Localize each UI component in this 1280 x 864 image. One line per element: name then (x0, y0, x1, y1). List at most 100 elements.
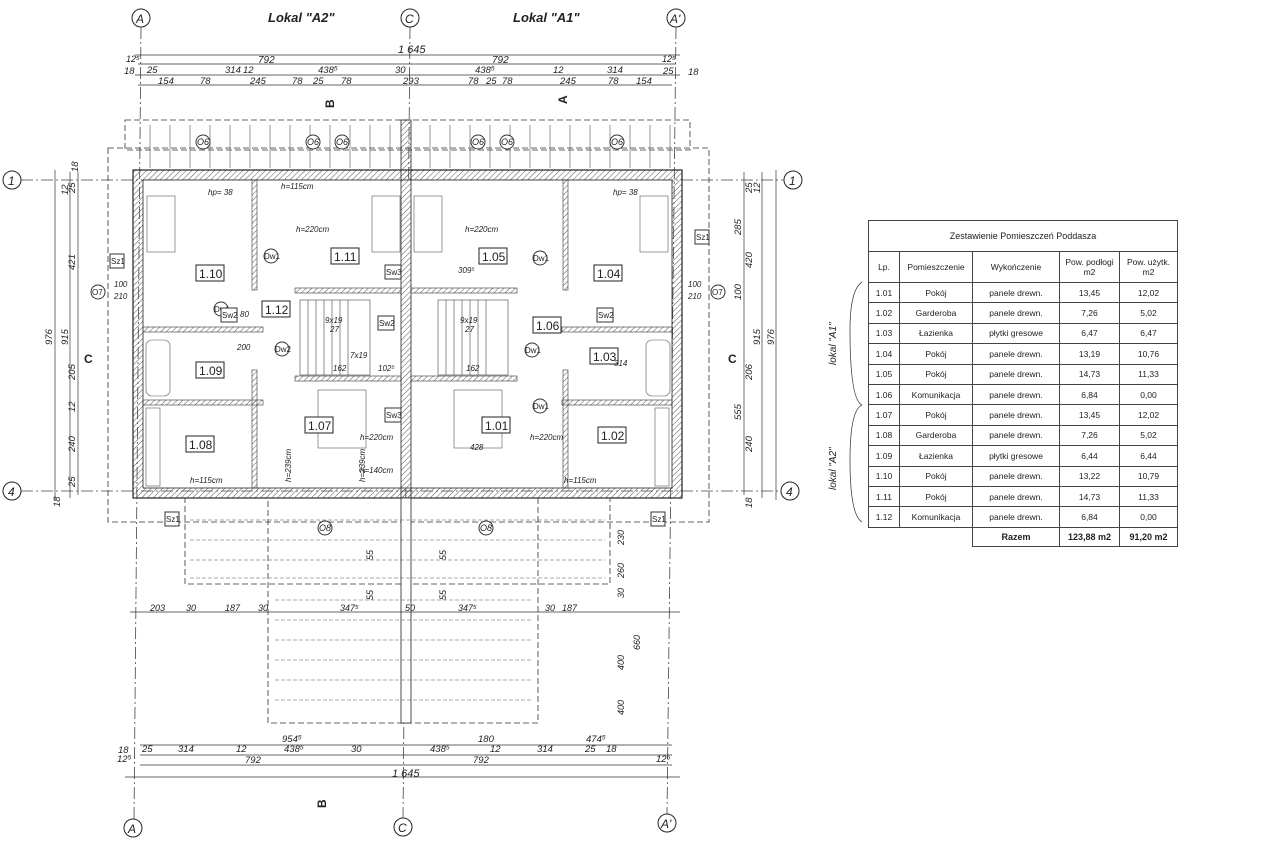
svg-text:1.05: 1.05 (482, 250, 506, 264)
svg-text:Sw2: Sw2 (598, 311, 614, 320)
cell-usable-area: 12,02 (1119, 281, 1178, 304)
cell-lp: 1.05 (868, 363, 900, 385)
svg-text:309⁵: 309⁵ (458, 266, 475, 275)
room-label-1-06: 1.06 (532, 316, 562, 334)
svg-text:30: 30 (545, 603, 555, 613)
cell-lp: 1.02 (868, 302, 900, 324)
svg-text:438⁵: 438⁵ (430, 744, 450, 755)
section-c-right: C (728, 352, 737, 366)
svg-text:Sz1: Sz1 (652, 515, 666, 524)
svg-text:245: 245 (249, 76, 267, 87)
cell-room: Pokój (899, 485, 973, 508)
axis-4-left: 4 (2, 481, 22, 501)
svg-text:1.12: 1.12 (265, 303, 289, 317)
svg-text:O7: O7 (712, 288, 723, 297)
svg-text:438⁵: 438⁵ (475, 65, 495, 76)
cell-room: Pokój (899, 465, 973, 487)
cell-usable-area: 12,02 (1119, 404, 1178, 426)
svg-text:260: 260 (616, 563, 626, 579)
svg-text:400: 400 (616, 700, 626, 715)
svg-text:Sz1: Sz1 (111, 257, 125, 266)
cell-room: Łazienka (899, 445, 973, 467)
cell-room: Komunikacja (899, 383, 973, 406)
svg-text:12: 12 (67, 401, 78, 412)
cell-finish: płytki gresowe (972, 322, 1060, 345)
svg-text:1.06: 1.06 (536, 319, 560, 333)
axis-a-prime-bottom: A' (657, 813, 677, 833)
svg-text:hp= 38: hp= 38 (208, 188, 233, 197)
cell-room: Łazienka (899, 322, 973, 345)
svg-text:C: C (398, 821, 407, 835)
cell-room: Pokój (899, 343, 973, 365)
axis-a-prime-top: A' (666, 8, 686, 28)
svg-text:154: 154 (158, 76, 174, 87)
room-label-1-03: 1.03 (589, 347, 619, 365)
svg-text:100: 100 (688, 280, 702, 289)
svg-text:428: 428 (470, 443, 484, 452)
svg-text:1: 1 (789, 174, 796, 188)
dim-row-3: 154 78 245 78 25 78 293 78 25 78 245 78 … (158, 76, 652, 87)
room-label-1-09: 1.09 (195, 361, 225, 379)
dim-edge-left: 12⁵ (126, 54, 140, 64)
table-total-row: Razem 123,88 m2 91,20 m2 (868, 526, 1178, 547)
cell-room: Pokój (899, 363, 973, 385)
svg-text:hp= 38: hp= 38 (613, 188, 638, 197)
svg-text:210: 210 (687, 292, 702, 301)
svg-text:18: 18 (744, 497, 755, 508)
height-239-right: h=239cm (358, 449, 367, 482)
cell-usable-area: 5,02 (1119, 424, 1178, 447)
col-header-room: Pomieszczenie (899, 251, 973, 283)
svg-text:25: 25 (146, 65, 158, 76)
axis-a-top: A (131, 8, 151, 28)
svg-text:18: 18 (124, 66, 135, 77)
vent-tag-sw3-1-07: Sw3 (384, 407, 402, 423)
cell-lp: 1.09 (868, 445, 900, 467)
svg-text:78: 78 (341, 76, 352, 87)
svg-text:Sw3: Sw3 (386, 411, 402, 420)
svg-text:O6: O6 (501, 137, 513, 147)
cell-usable-area: 11,33 (1119, 485, 1178, 508)
col-header-lp: Lp. (868, 251, 900, 283)
svg-text:203: 203 (149, 603, 165, 613)
svg-text:314: 314 (178, 744, 194, 755)
svg-text:25: 25 (584, 744, 596, 755)
svg-text:h=115cm: h=115cm (281, 182, 314, 191)
svg-text:1.08: 1.08 (189, 438, 213, 452)
svg-text:9x19: 9x19 (460, 316, 478, 325)
svg-text:25: 25 (67, 182, 78, 194)
svg-text:4: 4 (786, 485, 793, 499)
svg-text:1.04: 1.04 (597, 267, 621, 281)
svg-text:976: 976 (766, 328, 777, 345)
svg-text:162: 162 (466, 364, 480, 373)
svg-text:Sw3: Sw3 (386, 268, 402, 277)
svg-text:660: 660 (632, 635, 642, 650)
room-label-1-04: 1.04 (593, 264, 623, 282)
svg-text:12: 12 (752, 182, 763, 193)
svg-text:Sz1: Sz1 (696, 233, 710, 242)
svg-text:C: C (405, 12, 414, 26)
room-label-1-05: 1.05 (478, 247, 508, 265)
table-title: Zestawienie Pomieszczeń Poddasza (868, 220, 1178, 252)
svg-text:O6: O6 (336, 137, 348, 147)
room-label-1-10: 1.10 (195, 264, 225, 282)
col-header-usable-area: Pow. użytk. m2 (1119, 251, 1178, 283)
svg-text:Sw2: Sw2 (222, 311, 238, 320)
svg-text:420: 420 (744, 251, 755, 268)
svg-text:1: 1 (8, 174, 15, 188)
svg-text:h=220cm: h=220cm (360, 433, 393, 442)
cell-room: Komunikacja (899, 506, 973, 528)
cell-finish: panele drewn. (972, 302, 1060, 324)
cell-floor-area: 7,26 (1059, 424, 1120, 447)
axis-4-right: 4 (780, 481, 800, 501)
svg-text:100: 100 (114, 280, 128, 289)
window-tags: O6 O6 O6 O6 O6 O6 (195, 134, 625, 150)
svg-text:162: 162 (333, 364, 347, 373)
cell-floor-area: 13,45 (1059, 281, 1120, 304)
svg-text:1.03: 1.03 (593, 350, 617, 364)
svg-text:12: 12 (243, 65, 254, 76)
